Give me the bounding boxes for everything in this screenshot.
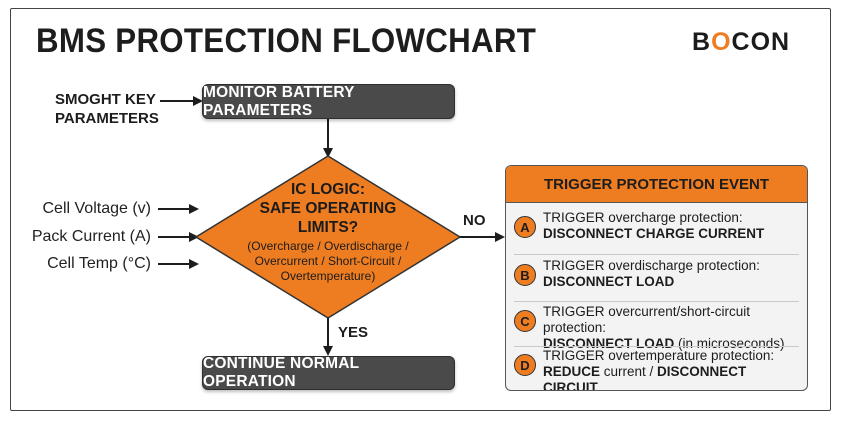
decision-sub: (Overcharge / Overdischarge / Overcurren… — [247, 239, 409, 283]
event-item-b: B TRIGGER overdischarge protection: DISC… — [514, 258, 804, 290]
event-badge: C — [514, 310, 536, 332]
event-item-d: D TRIGGER overtemperature protection: RE… — [514, 348, 804, 391]
event-text: TRIGGER overcharge protection: DISCONNEC… — [543, 210, 764, 242]
event-text: TRIGGER overcurrent/short-circuit protec… — [543, 304, 804, 352]
protection-event-panel: TRIGGER PROTECTION EVENT A TRIGGER overc… — [505, 165, 808, 391]
decision-text: IC LOGIC: SAFE OPERATING LIMITS? (Overch… — [238, 180, 418, 284]
yes-label: YES — [338, 324, 369, 341]
event-item-c: C TRIGGER overcurrent/short-circuit prot… — [514, 304, 804, 352]
input-cell-voltage: Cell Voltage (v) — [42, 200, 152, 217]
logo-letter: N — [771, 28, 791, 56]
monitor-battery-box: MONITOR BATTERY PARAMETERS — [202, 84, 455, 119]
event-action: REDUCE — [543, 364, 601, 379]
event-badge: D — [514, 354, 536, 376]
event-badge: B — [514, 264, 536, 286]
page-title: BMS PROTECTION FLOWCHART — [36, 22, 537, 60]
no-label: NO — [463, 212, 486, 229]
brand-logo: BOCON — [692, 28, 790, 57]
diagram-frame — [10, 8, 831, 411]
event-text: TRIGGER overtemperature protection: REDU… — [543, 348, 804, 391]
key-parameters-line1: SMOGHT KEY — [55, 91, 156, 108]
event-action: DISCONNECT LOAD — [543, 274, 675, 289]
event-action: DISCONNECT LOAD — [543, 336, 675, 351]
event-divider — [514, 254, 799, 255]
event-rest: current / — [600, 364, 658, 379]
logo-letter: O — [750, 28, 772, 56]
panel-title: TRIGGER PROTECTION EVENT — [506, 166, 807, 203]
event-action: DISCONNECT CHARGE CURRENT — [543, 226, 765, 241]
event-badge: A — [514, 216, 536, 238]
logo-letter: O — [711, 28, 732, 56]
key-parameters-label: SMOGHT KEY PARAMETERS — [55, 90, 159, 128]
event-divider — [514, 346, 799, 347]
input-cell-temp: Cell Temp (°C) — [47, 255, 151, 272]
key-parameters-line2: PARAMETERS — [55, 110, 159, 127]
event-line1: TRIGGER overcharge protection: — [543, 210, 743, 225]
event-text: TRIGGER overdischarge protection: DISCON… — [543, 258, 760, 290]
continue-operation-box: CONTINUE NORMAL OPERATION — [202, 355, 455, 390]
logo-letter: C — [731, 28, 751, 56]
event-line1: TRIGGER overcurrent/short-circuit protec… — [543, 304, 751, 335]
decision-line1: IC LOGIC: — [290, 181, 366, 198]
event-action-2: DISCONNECT CIRCUIT — [543, 364, 747, 391]
decision-line2: SAFE OPERATING LIMITS? — [259, 200, 397, 236]
event-line1: TRIGGER overdischarge protection: — [543, 258, 760, 273]
input-pack-current: Pack Current (A) — [31, 228, 151, 245]
event-rest: (in microseconds) — [674, 336, 785, 351]
event-line1: TRIGGER overtemperature protection: — [543, 348, 775, 363]
event-divider — [514, 301, 799, 302]
logo-letter: B — [692, 28, 712, 56]
event-item-a: A TRIGGER overcharge protection: DISCONN… — [514, 210, 804, 242]
